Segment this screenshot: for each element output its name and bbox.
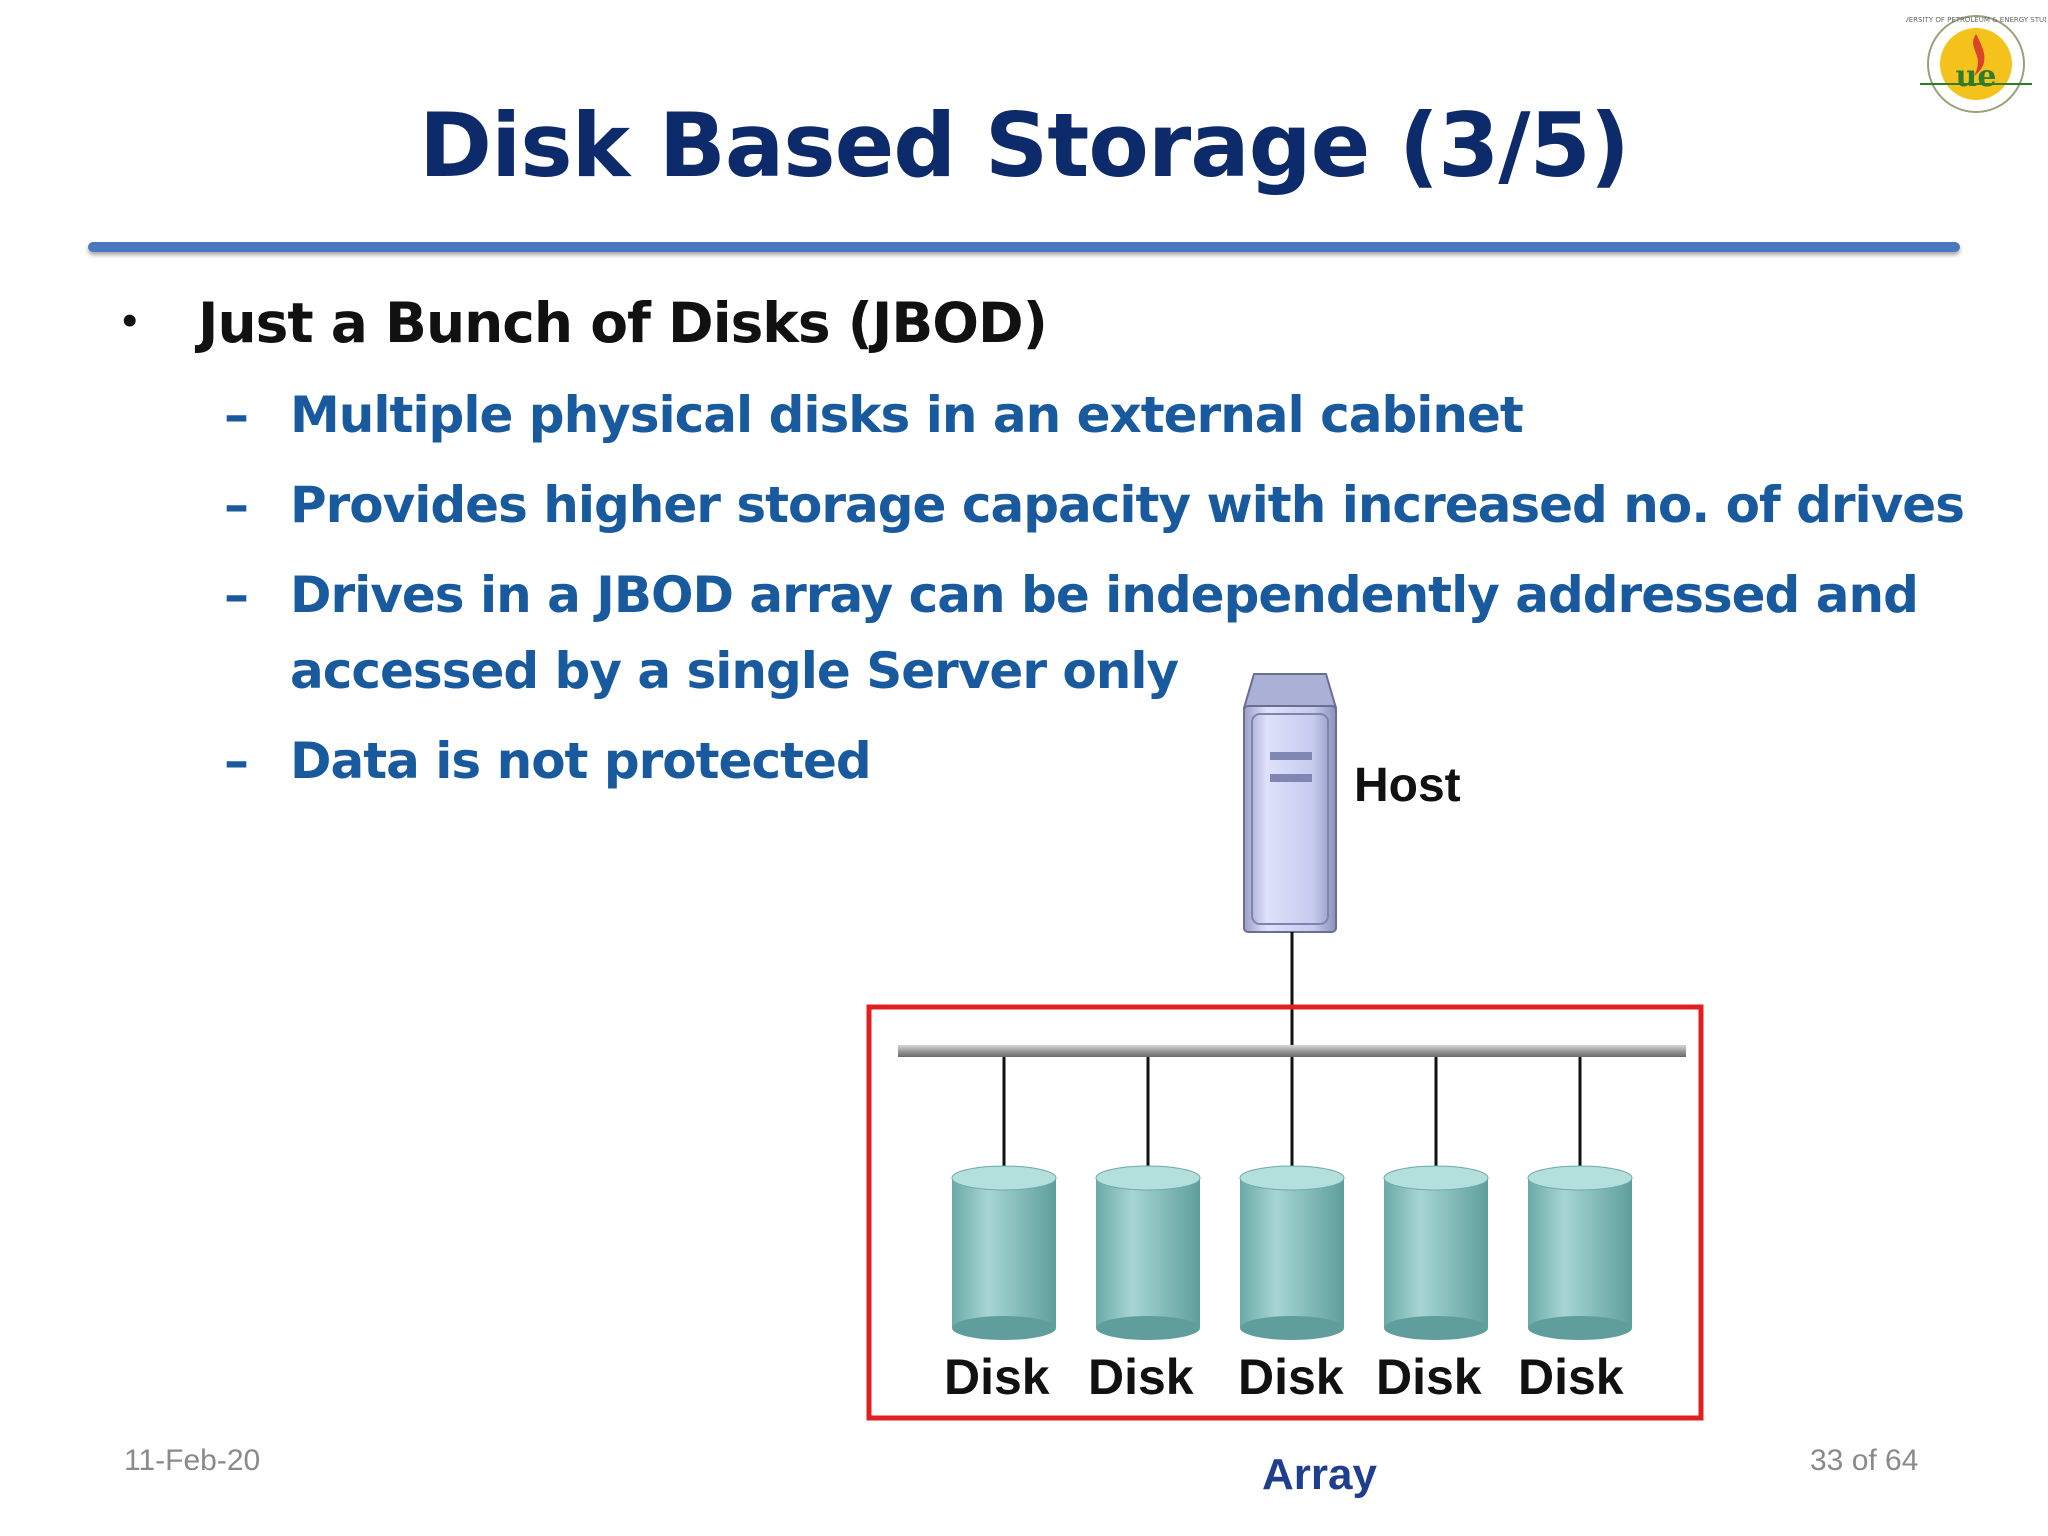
array-border	[866, 1004, 1704, 1421]
bus-bar	[898, 1045, 1686, 1057]
disk-label: Disk	[1088, 1349, 1194, 1405]
array-label: Array	[1262, 1450, 1377, 1499]
disk-label: Disk	[1518, 1349, 1624, 1405]
svg-text:UNIVERSITY OF PETROLEUM & ENER: UNIVERSITY OF PETROLEUM & ENERGY STUDIES	[1906, 16, 2046, 24]
disk-icon	[1239, 1165, 1345, 1340]
svg-text:ue: ue	[1956, 59, 1997, 94]
bullet-marker: •	[122, 296, 138, 345]
dash-marker: –	[224, 566, 249, 624]
host-server-icon	[1242, 673, 1338, 933]
footer-page-number: 33 of 64	[1810, 1444, 1919, 1477]
university-logo: ue UNIVERSITY OF PETROLEUM & ENERGY STUD…	[1906, 15, 2046, 113]
sub-bullet-text: Provides higher storage capacity with in…	[290, 476, 1965, 534]
slide-title: Disk Based Storage (3/5)	[419, 94, 1630, 197]
sub-bullet-text: Drives in a JBOD array can be independen…	[290, 566, 1919, 624]
footer-date: 11-Feb-20	[124, 1444, 261, 1477]
disk-label: Disk	[944, 1349, 1050, 1405]
host-label: Host	[1354, 759, 1461, 812]
disk-label: Disk	[1376, 1349, 1482, 1405]
sub-bullet-text: Data is not protected	[290, 732, 872, 790]
dash-marker: –	[224, 476, 249, 534]
disk-label: Disk	[1238, 1349, 1344, 1405]
title-divider	[88, 242, 1960, 252]
disk-icon	[951, 1165, 1057, 1340]
bullet-jbod: Just a Bunch of Disks (JBOD)	[198, 291, 1048, 355]
disk-icon	[1095, 1165, 1201, 1340]
dash-marker: –	[224, 732, 249, 790]
disk-icon	[1383, 1165, 1489, 1340]
sub-bullet-text: accessed by a single Server only	[290, 642, 1179, 700]
sub-bullet-text: Multiple physical disks in an external c…	[290, 386, 1524, 444]
disk-icon	[1527, 1165, 1633, 1340]
dash-marker: –	[224, 386, 249, 444]
